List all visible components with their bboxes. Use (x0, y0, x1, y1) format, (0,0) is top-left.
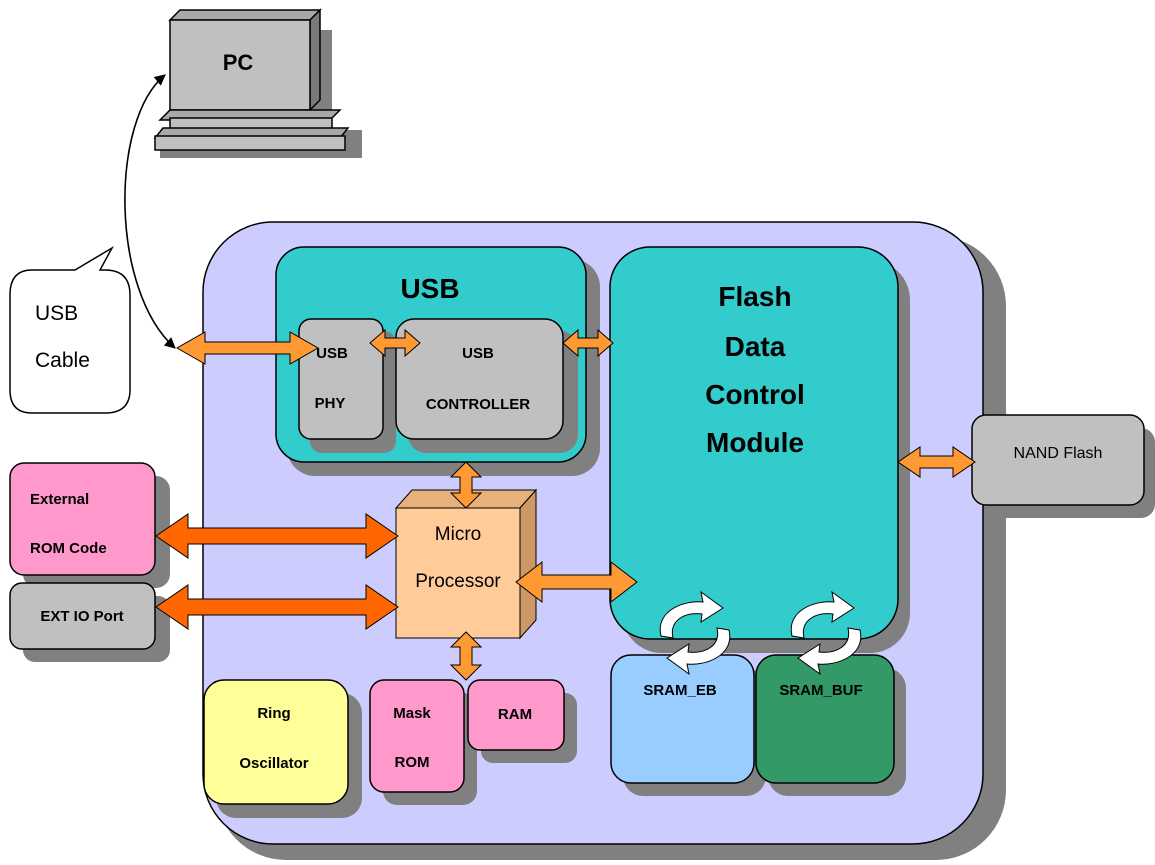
flash-module-line1: Flash (718, 281, 791, 312)
arrow-phy-to-controller (369, 328, 421, 358)
pc-label: PC (223, 50, 254, 75)
mask-rom-line1: Mask (393, 705, 431, 722)
usb-phy-block: USB PHY (298, 318, 396, 453)
pc-computer: PC (153, 8, 362, 158)
micro-line2: Processor (415, 571, 501, 592)
ram-label: RAM (498, 706, 532, 723)
arrow-usb-to-processor (449, 461, 483, 509)
usb-block-title: USB (400, 273, 459, 304)
usb-phy-line1: USB (316, 345, 348, 362)
usb-controller-block: USB CONTROLLER (395, 318, 578, 453)
flash-module-line2: Data (725, 331, 786, 362)
arrow-flash-to-nand (897, 446, 976, 478)
sram-buf-label: SRAM_BUF (779, 682, 862, 699)
ext-io-port-label: EXT IO Port (40, 608, 123, 625)
mask-rom-block: Mask ROM (369, 679, 477, 805)
ram-block: RAM (467, 679, 577, 763)
external-rom-line2: ROM Code (30, 540, 107, 557)
usb-phy-line2: PHY (315, 395, 346, 412)
swap-arrows-layer (659, 590, 862, 676)
ring-oscillator-block: Ring Oscillator (203, 679, 362, 818)
arrow-cable-to-phy (175, 331, 320, 365)
usb-cable-callout: USB Cable (9, 245, 131, 414)
swap-arrow-sram-eb (659, 590, 731, 676)
arrows-layer (155, 328, 976, 681)
arrow-ext-io-to-processor (155, 584, 399, 630)
sram-buf-block: SRAM_BUF (755, 654, 906, 796)
sram-eb-block: SRAM_EB (610, 654, 766, 796)
ring-osc-line1: Ring (257, 705, 290, 722)
micro-processor-block: Micro Processor (394, 488, 538, 640)
nand-flash-label: NAND Flash (1014, 445, 1103, 462)
cable-label-line1: USB (35, 302, 78, 325)
usb-controller-line2: CONTROLLER (426, 396, 530, 413)
ext-io-port-block: EXT IO Port (9, 582, 170, 662)
usb-cable-line (124, 74, 176, 349)
flash-data-control-module: Flash Data Control Module (609, 246, 910, 653)
arrow-processor-to-flash (515, 560, 638, 604)
arrow-processor-to-memory (449, 631, 483, 681)
flash-module-line4: Module (706, 427, 804, 458)
external-rom-block: External ROM Code (9, 462, 170, 588)
mask-rom-line2: ROM (395, 754, 430, 771)
micro-line1: Micro (435, 524, 481, 545)
flash-module-line3: Control (705, 379, 805, 410)
swap-arrow-sram-buf (790, 590, 862, 676)
sram-eb-label: SRAM_EB (643, 682, 717, 699)
ring-osc-line2: Oscillator (239, 755, 308, 772)
arrow-controller-to-flash (562, 328, 614, 358)
usb-controller-line1: USB (462, 345, 494, 362)
external-rom-line1: External (30, 491, 89, 508)
cable-label-line2: Cable (35, 349, 90, 372)
nand-flash-block: NAND Flash (971, 414, 1155, 518)
arrow-external-rom-to-processor (155, 513, 399, 559)
